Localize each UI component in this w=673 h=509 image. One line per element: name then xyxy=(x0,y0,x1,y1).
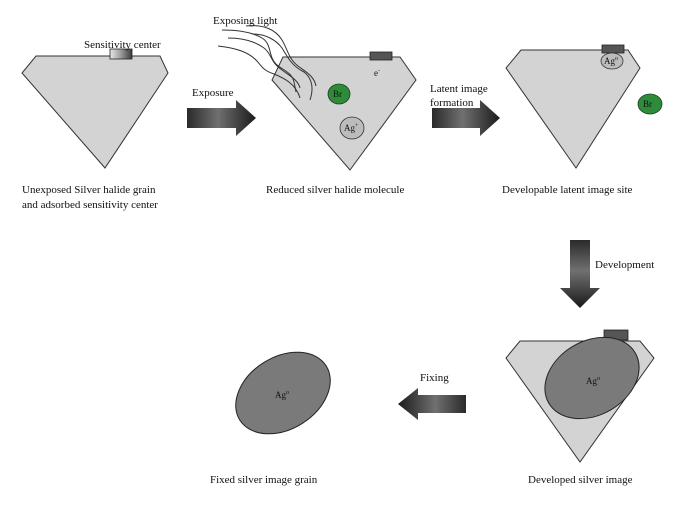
development-arrow-group: Development xyxy=(560,240,654,308)
developed-silver-mass xyxy=(544,336,640,420)
silver-halide-grain xyxy=(505,49,641,169)
latent-site-caption: Developable latent image site xyxy=(502,184,633,196)
reduced-grain-group: e- Exposing light Br Ag+ Reduced silver … xyxy=(213,15,417,196)
exposure-arrow xyxy=(187,100,256,136)
development-label: Development xyxy=(595,259,654,271)
fixing-arrow-group: Fixing xyxy=(398,372,466,420)
unexposed-grain-group: Sensitivity center Unexposed Silver hali… xyxy=(21,39,169,211)
unexposed-caption-line2: and adsorbed sensitivity center xyxy=(22,199,158,211)
silver-metal-label: Ago xyxy=(586,376,600,386)
fixed-grain-group: Ago Fixed silver image grain xyxy=(210,351,331,486)
latent-image-arrow xyxy=(432,100,500,136)
exposure-arrow-group: Exposure xyxy=(187,87,256,136)
latent-site-group: Ago Br Developable latent image site xyxy=(502,44,663,196)
bromine-label: Br xyxy=(333,89,342,99)
latent-image-label-line1: Latent image xyxy=(430,83,488,95)
sensitivity-center xyxy=(369,51,393,61)
fixed-silver-grain xyxy=(235,351,331,435)
latent-image-label-line2: formation xyxy=(430,97,474,109)
development-arrow xyxy=(560,240,600,308)
silver-halide-grain xyxy=(271,56,417,171)
reduced-caption: Reduced silver halide molecule xyxy=(266,184,404,196)
silver-metal-atom xyxy=(600,52,624,70)
exposing-light-rays xyxy=(217,25,317,101)
developed-caption: Developed silver image xyxy=(528,474,633,486)
exposing-light-label: Exposing light xyxy=(213,15,277,27)
electron-label: e- xyxy=(374,68,380,78)
bromine-label: Br xyxy=(643,99,652,109)
exposure-label: Exposure xyxy=(192,87,234,99)
fixing-label: Fixing xyxy=(420,372,449,384)
bromine-atom xyxy=(327,83,351,105)
fixed-caption: Fixed silver image grain xyxy=(210,474,318,486)
unexposed-caption-line1: Unexposed Silver halide grain xyxy=(22,184,156,196)
latent-arrow-group: Latent image formation xyxy=(430,83,500,136)
developed-grain-group: Ago Developed silver image xyxy=(505,329,655,486)
silver-ion xyxy=(339,116,365,140)
silver-ion-label: Ag+ xyxy=(344,123,359,133)
fixing-arrow xyxy=(398,388,466,420)
sensitivity-center xyxy=(601,44,625,54)
sensitivity-center xyxy=(109,48,133,60)
silver-metal-label: Ago xyxy=(275,390,289,400)
sensitivity-center-label: Sensitivity center xyxy=(84,39,161,51)
silver-halide-grain xyxy=(21,55,169,169)
silver-metal-label: Ago xyxy=(604,56,618,66)
bromine-atom xyxy=(637,93,663,115)
